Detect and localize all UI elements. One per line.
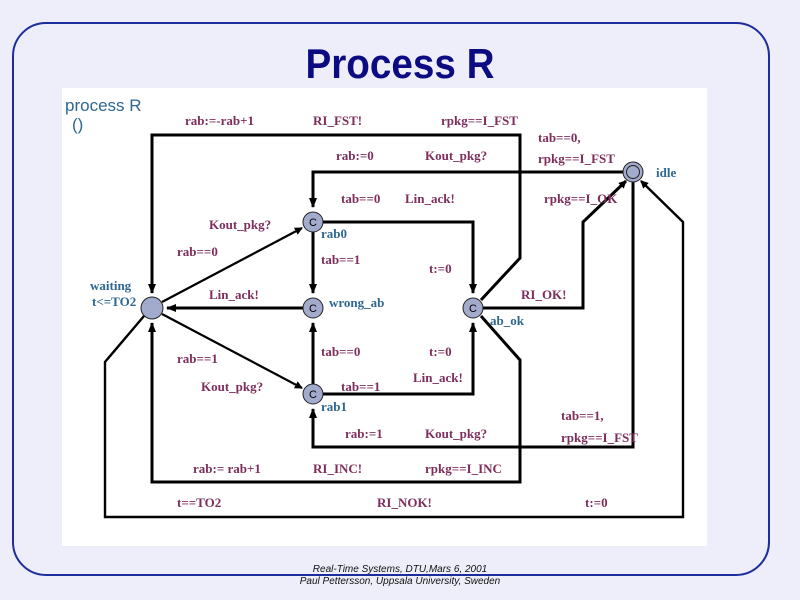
edge-label-assign: rab:=-rab+1	[185, 113, 254, 128]
edge-label-guard: t==TO2	[177, 495, 221, 510]
committed-icon: C	[309, 217, 317, 229]
location-idle[interactable]	[622, 161, 644, 183]
edge-label-guard: rpkg==I_INC	[425, 461, 502, 476]
edge-label-assign: rab:= rab+1	[193, 461, 261, 476]
location-label-idle: idle	[656, 165, 676, 180]
edge-label-sync: Lin_ack!	[209, 287, 259, 302]
process-name: process R	[65, 96, 142, 115]
edge-label-guard: tab==0	[321, 344, 360, 359]
edge-label-sync: Kout_pkg?	[209, 217, 271, 232]
edge-waiting-rab1[interactable]	[161, 313, 303, 389]
committed-node[interactable]	[302, 211, 324, 233]
location-label-rab1: rab1	[321, 399, 347, 414]
edge-label-guard: rpkg==I_FST	[561, 430, 638, 445]
edge-label-sync: Lin_ack!	[405, 191, 455, 206]
edge-waiting-rab0[interactable]	[161, 227, 303, 303]
slide-footer: Real-Time Systems, DTU,Mars 6, 2001 Paul…	[0, 564, 800, 588]
edge-abok-waiting-fst[interactable]	[148, 133, 522, 302]
edge-label-sync: Lin_ack!	[413, 370, 463, 385]
committed-icon: C	[309, 303, 317, 315]
location-wrong-ab[interactable]: C	[302, 297, 324, 319]
edge-label-guard: rab==1	[177, 351, 218, 366]
committed-node[interactable]	[302, 297, 324, 319]
edge-abok-idle[interactable]	[483, 179, 628, 310]
location-waiting[interactable]	[140, 296, 164, 320]
edge-label-sync: RI_NOK!	[377, 495, 432, 510]
initial-marker-icon	[626, 165, 640, 179]
location-rab1[interactable]: C	[302, 383, 324, 405]
edge-rab0-abok[interactable]	[323, 220, 477, 294]
committed-icon: C	[469, 303, 477, 315]
edge-label-guard: rpkg==I_OK	[544, 191, 618, 206]
location-node[interactable]	[140, 296, 164, 320]
process-params: ()	[72, 115, 83, 134]
committed-node[interactable]	[302, 383, 324, 405]
edge-abok-waiting-inc[interactable]	[148, 315, 522, 484]
location-label-rab0: rab0	[321, 226, 347, 241]
committed-icon: C	[309, 389, 317, 401]
edge-label-assign: t:=0	[429, 261, 452, 276]
edge-label-guard: tab==0	[341, 191, 380, 206]
edge-label-sync: Kout_pkg?	[201, 379, 263, 394]
edge-label-assign: t:=0	[429, 344, 452, 359]
edge-idle-rab1[interactable]	[309, 182, 635, 449]
edge-segment	[104, 315, 145, 363]
edge-waiting-idle-nok[interactable]	[103, 180, 685, 519]
edge-label-guard: tab==1	[341, 379, 380, 394]
slide-frame	[12, 22, 770, 576]
location-ab-ok[interactable]: C	[462, 297, 484, 319]
location-label-ab-ok: ab_ok	[490, 313, 525, 328]
location-label-waiting: waiting	[90, 278, 132, 293]
edge-label-guard: rab==0	[177, 244, 218, 259]
edge-rab1-abok[interactable]	[323, 322, 477, 396]
edge-label-sync: Kout_pkg?	[425, 148, 487, 163]
edge-label-guard: tab==1,	[561, 408, 604, 423]
edge-label-sync: Kout_pkg?	[425, 426, 487, 441]
edge-label-guard: tab==1	[321, 252, 360, 267]
edge-label-guard: rpkg==I_FST	[441, 113, 518, 128]
footer-line-2: Paul Pettersson, Uppsala University, Swe…	[299, 576, 501, 587]
location-rab0[interactable]: C	[302, 211, 324, 233]
edge-idle-rab0[interactable]	[309, 170, 624, 208]
edge-label-sync: RI_OK!	[521, 287, 567, 302]
initial-node-outer[interactable]	[622, 161, 644, 183]
edge-label-guard: tab==0,	[538, 130, 581, 145]
edge-label-assign: rab:=0	[336, 148, 374, 163]
edge-label-sync: RI_FST!	[313, 113, 362, 128]
edge-label-guard: rpkg==I_FST	[538, 151, 615, 166]
slide-title: Process R	[305, 40, 495, 87]
edge-label-sync: RI_INC!	[313, 461, 362, 476]
edge-label-assign: rab:=1	[345, 426, 383, 441]
location-invariant-waiting: t<=TO2	[92, 294, 136, 309]
committed-node[interactable]	[462, 297, 484, 319]
location-label-wrong-ab: wrong_ab	[329, 295, 384, 310]
edge-label-assign: t:=0	[585, 495, 608, 510]
footer-line-1: Real-Time Systems, DTU,Mars 6, 2001	[312, 564, 488, 575]
